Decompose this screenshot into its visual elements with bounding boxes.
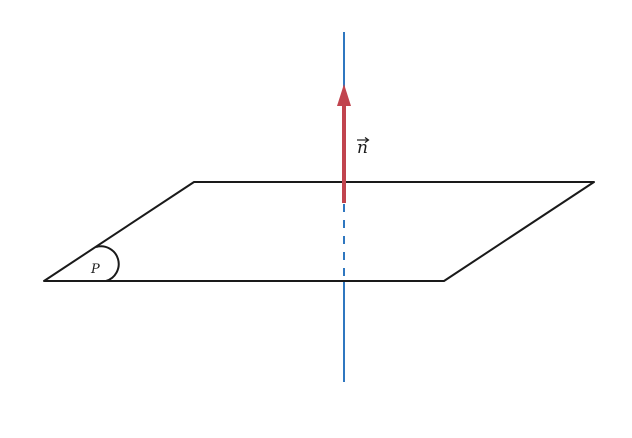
corner-angle-arc xyxy=(95,245,120,282)
vector-accent-arrow-icon xyxy=(364,137,370,143)
plane xyxy=(43,181,595,282)
normal-vector-arrowhead xyxy=(337,84,351,106)
normal-vector-label-text: n xyxy=(357,138,368,158)
plane-point-label: P xyxy=(90,262,100,277)
normal-vector-label: n xyxy=(357,137,370,158)
